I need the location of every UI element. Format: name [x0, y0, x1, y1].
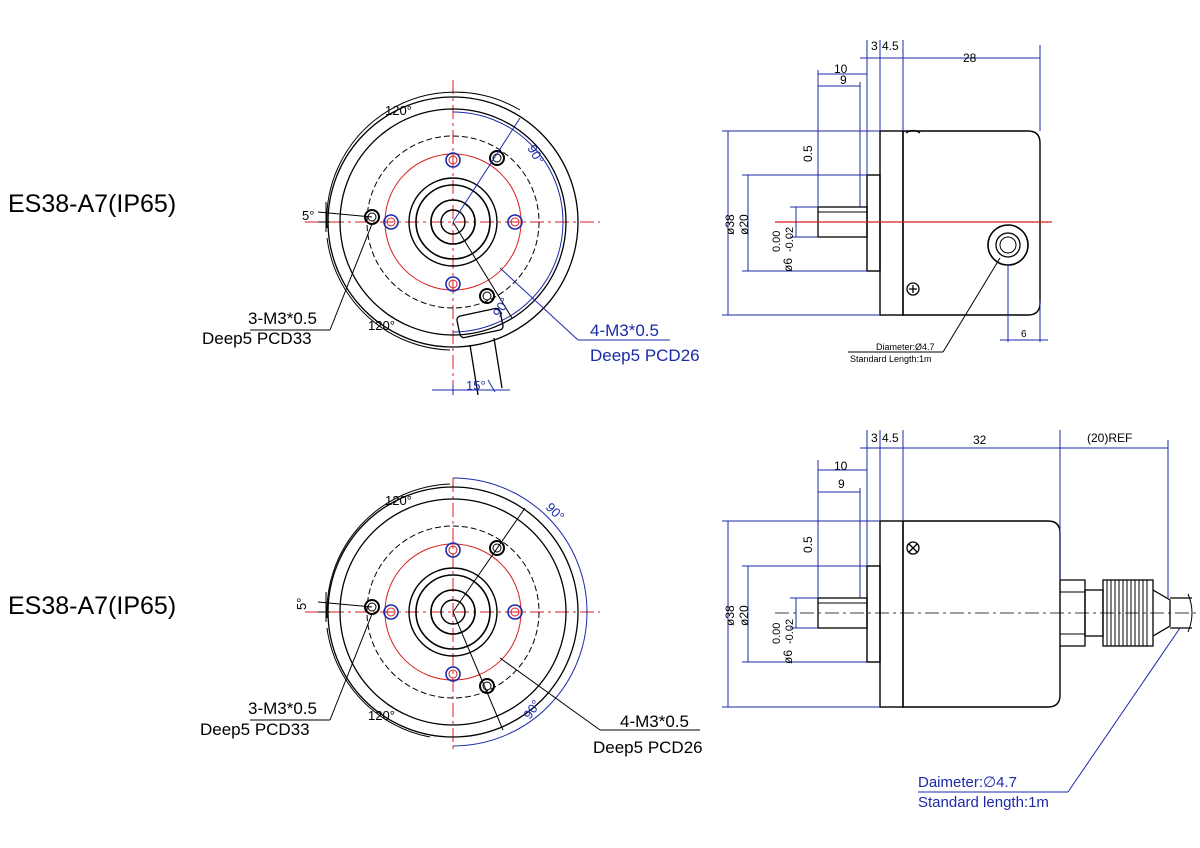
- dim-0-5: 0.5: [801, 536, 815, 553]
- dim-tol-lower: -0.02: [784, 619, 796, 644]
- dim-9: 9: [838, 477, 845, 491]
- dim-10: 10: [834, 62, 848, 76]
- inner-holes-label-2: Deep5 PCD26: [590, 346, 700, 365]
- angle-90-upper: 90°: [524, 142, 547, 167]
- outer-holes-label-1: 3-M3*0.5: [248, 309, 317, 328]
- dim-tol-lower: -0.02: [784, 227, 796, 252]
- inner-holes-label-2: Deep5 PCD26: [593, 738, 703, 757]
- angle-120-top: 120°: [385, 493, 412, 508]
- side-view-2: 3 4.5 32 (20)REF 10 9 0.5 ø38 ø20 ø6 0.0…: [722, 430, 1200, 811]
- outer-holes-label-1: 3-M3*0.5: [248, 699, 317, 718]
- dim-0-5: 0.5: [801, 145, 815, 162]
- dim-tol-upper: 0.00: [771, 231, 783, 252]
- inner-holes-label-1: 4-M3*0.5: [620, 712, 689, 731]
- side-view-1: 3 4.5 28 10 9 0.5 ø38 ø20 ø6 0.00 -0.02 …: [722, 39, 1052, 364]
- dim-dia-38: ø38: [723, 605, 737, 626]
- model-label: ES38-A7(IP65): [8, 190, 177, 218]
- cable-diameter: Diameter:Ø4.7: [876, 342, 935, 352]
- cable-length: Standard Length:1m: [850, 354, 932, 364]
- cable-diameter: Daimeter:∅4.7: [918, 774, 1017, 791]
- dim-32: 32: [973, 433, 987, 447]
- dim-tol-upper: 0.00: [771, 623, 783, 644]
- dim-20-ref: (20)REF: [1087, 431, 1132, 445]
- angle-120-top: 120°: [385, 103, 412, 118]
- outer-holes-label-2: Deep5 PCD33: [200, 720, 310, 739]
- angle-120-bottom: 120°: [368, 318, 395, 333]
- front-view-2: 120° 120° 90° 90° 5°: [250, 477, 700, 750]
- angle-15: 15°: [466, 378, 486, 393]
- outer-holes-label-2: Deep5 PCD33: [202, 329, 312, 348]
- model-label: ES38-A7(IP65): [8, 592, 177, 620]
- dim-3: 3: [871, 431, 878, 445]
- angle-5: 5°: [302, 208, 314, 223]
- dim-dia-6: ø6: [781, 650, 795, 664]
- dim-4-5: 4.5: [882, 431, 899, 445]
- dim-6: 6: [1021, 329, 1027, 340]
- dim-9: 9: [840, 73, 847, 87]
- inner-holes-label-1: 4-M3*0.5: [590, 321, 659, 340]
- dim-3: 3: [871, 39, 878, 53]
- dim-dia-6: ø6: [781, 258, 795, 272]
- dim-28: 28: [963, 51, 977, 65]
- angle-90-upper: 90°: [543, 500, 568, 525]
- cable-length: Standard length:1m: [918, 794, 1049, 811]
- dim-dia-20: ø20: [737, 605, 751, 626]
- angle-120-bottom: 120°: [368, 708, 395, 723]
- dim-4-5: 4.5: [882, 39, 899, 53]
- dim-dia-38: ø38: [723, 214, 737, 235]
- dim-10: 10: [834, 459, 848, 473]
- front-view-1: 120° 120° 90° 90° 5° 15°: [250, 80, 670, 396]
- angle-5: 5°: [294, 598, 309, 610]
- dim-dia-20: ø20: [737, 214, 751, 235]
